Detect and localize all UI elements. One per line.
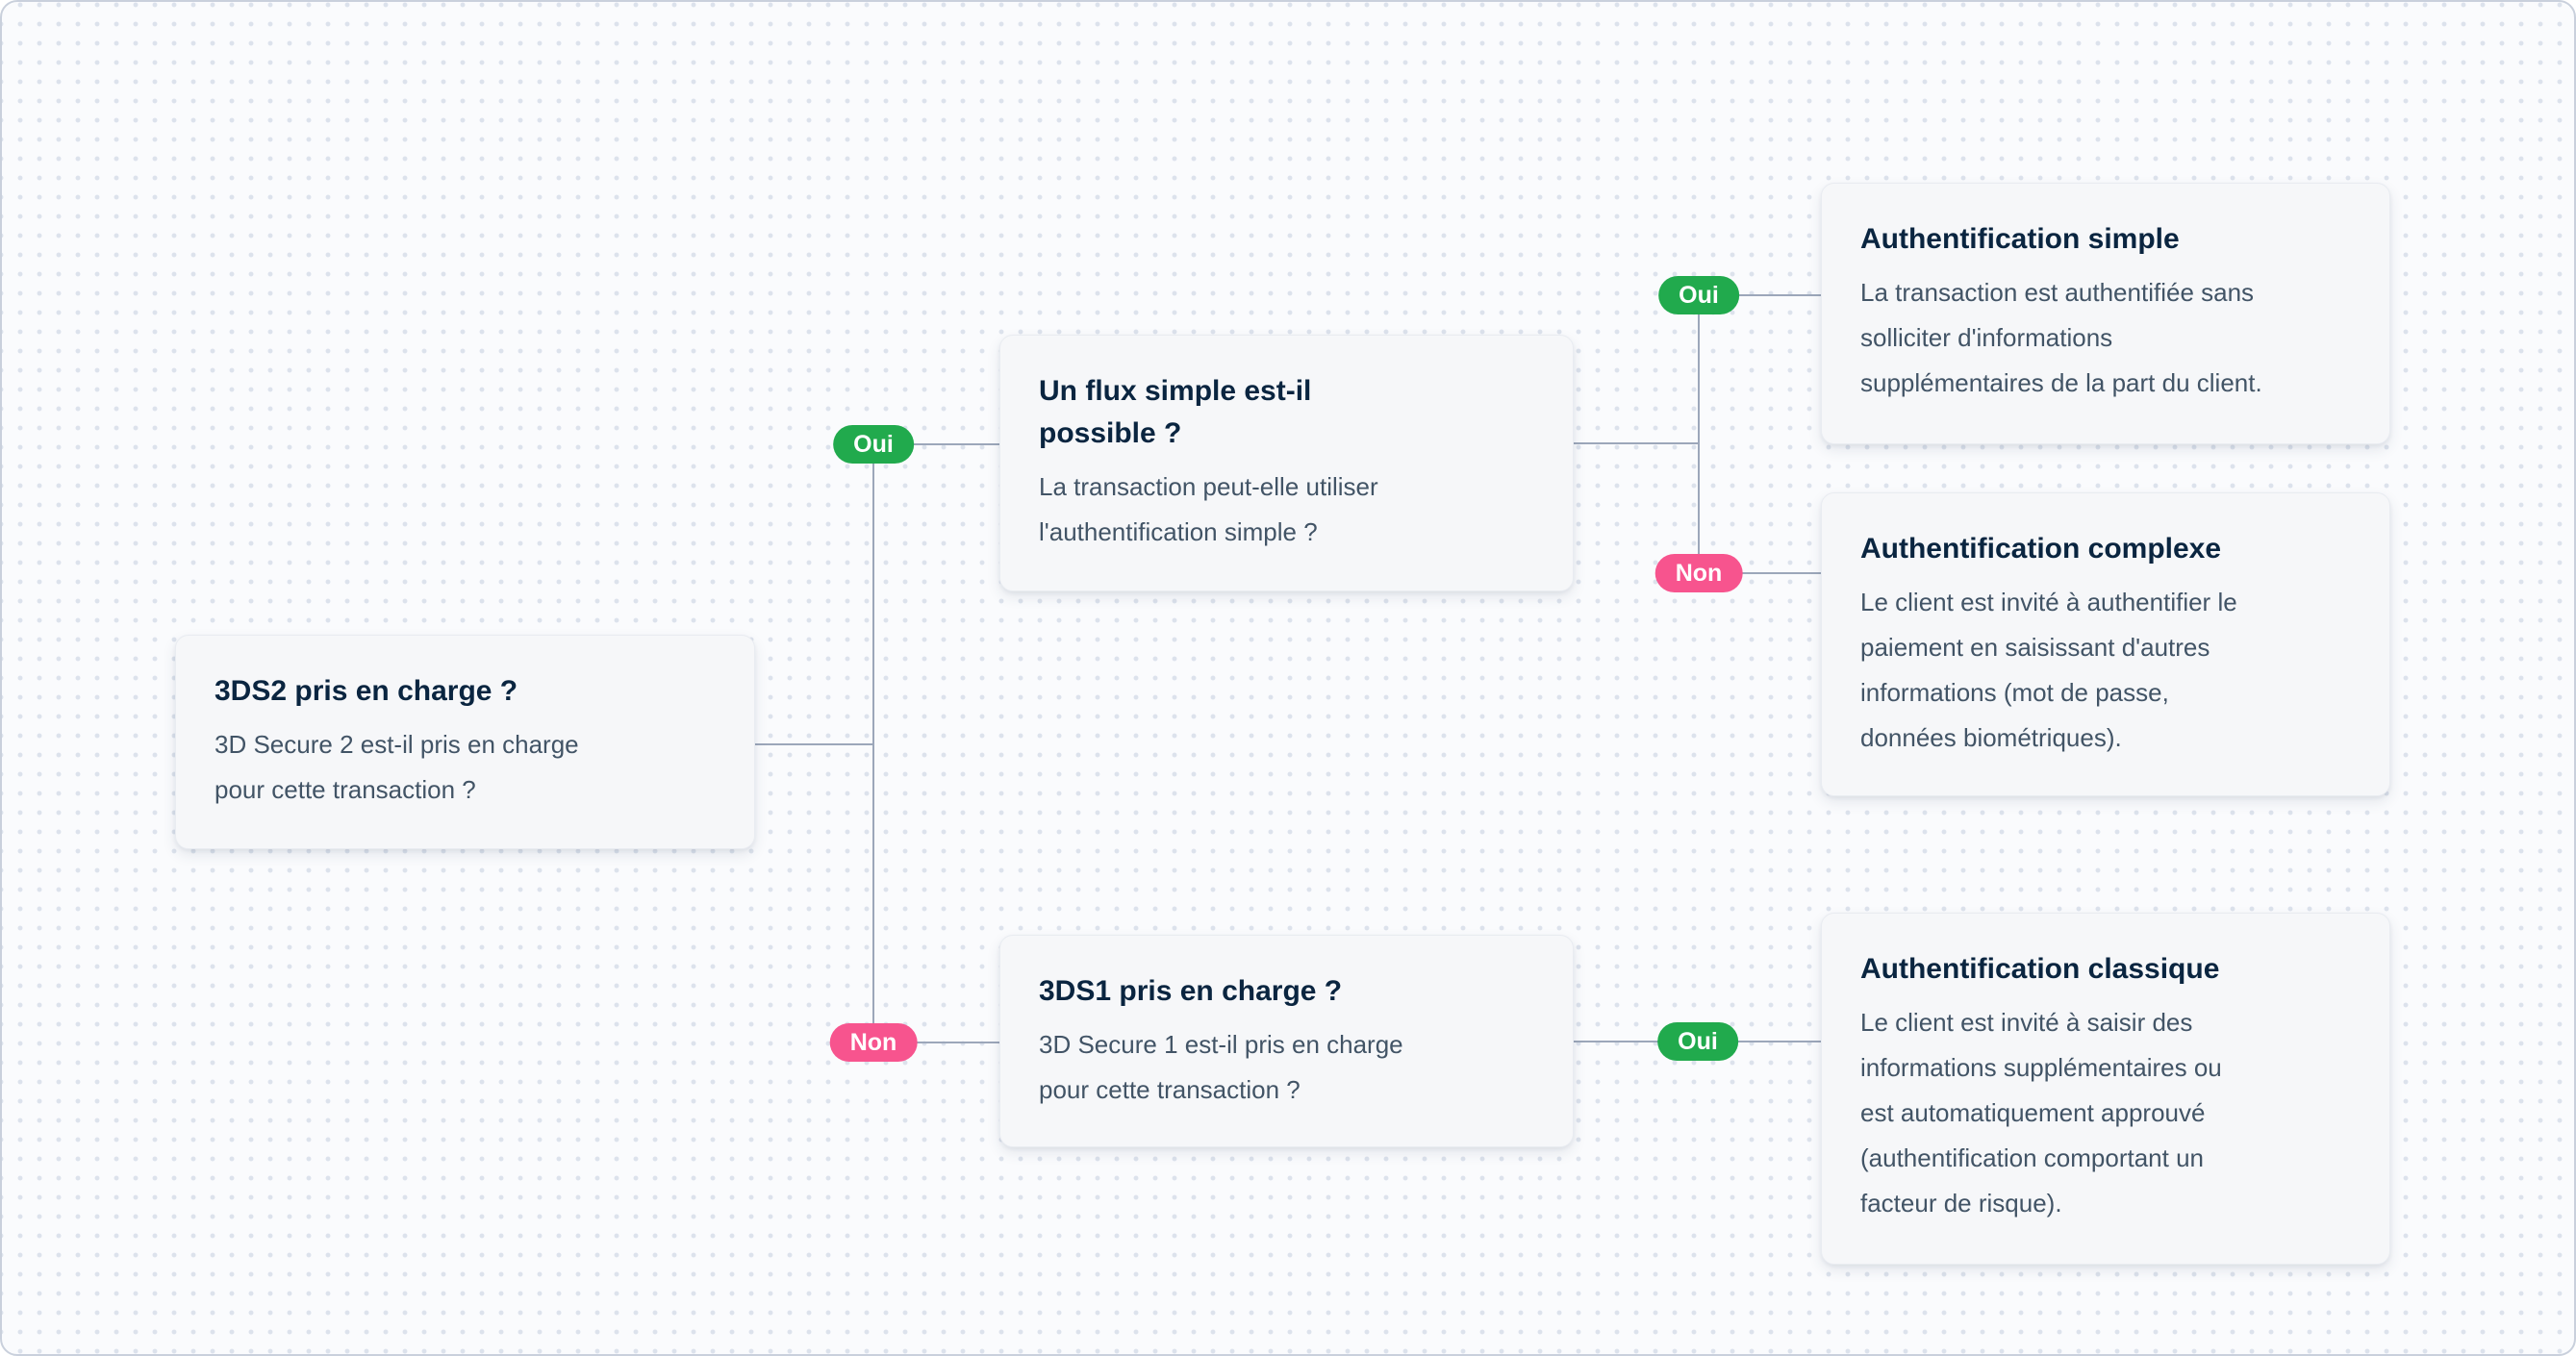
node-body: La transaction peut-elle utiliser l'auth…: [1039, 472, 1378, 546]
edge-badge-non-to-auth-complexe: Non: [1654, 554, 1743, 592]
edge-badge-oui-root-to-simple-flow: Oui: [833, 425, 914, 464]
node-body: 3D Secure 1 est-il pris en charge pour c…: [1039, 1030, 1403, 1104]
node-auth-simple: Authentification simple La transaction e…: [1821, 183, 2390, 444]
node-title: Un flux simple est-il possible ?: [1039, 375, 1312, 449]
node-body: Le client est invité à authentifier le p…: [1860, 588, 2237, 752]
edge-badge-non-root-to-3ds1: Non: [829, 1023, 918, 1062]
connector-oui-to-simple-flow: [873, 443, 999, 445]
node-title: Authentification classique: [1860, 953, 2220, 985]
node-title: 3DS1 pris en charge ?: [1039, 975, 1343, 1007]
node-title: 3DS2 pris en charge ?: [215, 675, 518, 707]
node-body: 3D Secure 2 est-il pris en charge pour c…: [215, 730, 579, 804]
node-auth-classique: Authentification classique Le client est…: [1821, 913, 2390, 1265]
node-simple-flow-possible: Un flux simple est-il possible ? La tran…: [999, 335, 1574, 591]
node-body: Le client est invité à saisir des inform…: [1860, 1008, 2222, 1218]
connector-non-to-3ds1: [873, 1042, 999, 1043]
node-3ds1-supported: 3DS1 pris en charge ? 3D Secure 1 est-il…: [999, 935, 1574, 1147]
node-3ds2-supported: 3DS2 pris en charge ? 3D Secure 2 est-il…: [175, 635, 755, 849]
connector-simple-flow-trunk-horizontal: [1574, 442, 1699, 444]
connector-root-trunk-horizontal: [755, 743, 873, 745]
node-body: La transaction est authentifiée sans sol…: [1860, 278, 2262, 397]
connector-root-trunk-vertical: [872, 444, 874, 1042]
connector-non-to-auth-complexe: [1699, 572, 1821, 574]
connector-oui-to-auth-simple: [1699, 294, 1821, 296]
node-auth-complexe: Authentification complexe Le client est …: [1821, 492, 2390, 796]
edge-badge-oui-to-auth-simple: Oui: [1658, 276, 1739, 314]
connector-simple-flow-trunk-vertical: [1698, 295, 1700, 573]
node-title: Authentification complexe: [1860, 533, 2222, 565]
edge-badge-oui-to-auth-classique: Oui: [1657, 1022, 1738, 1061]
node-title: Authentification simple: [1860, 223, 2180, 255]
